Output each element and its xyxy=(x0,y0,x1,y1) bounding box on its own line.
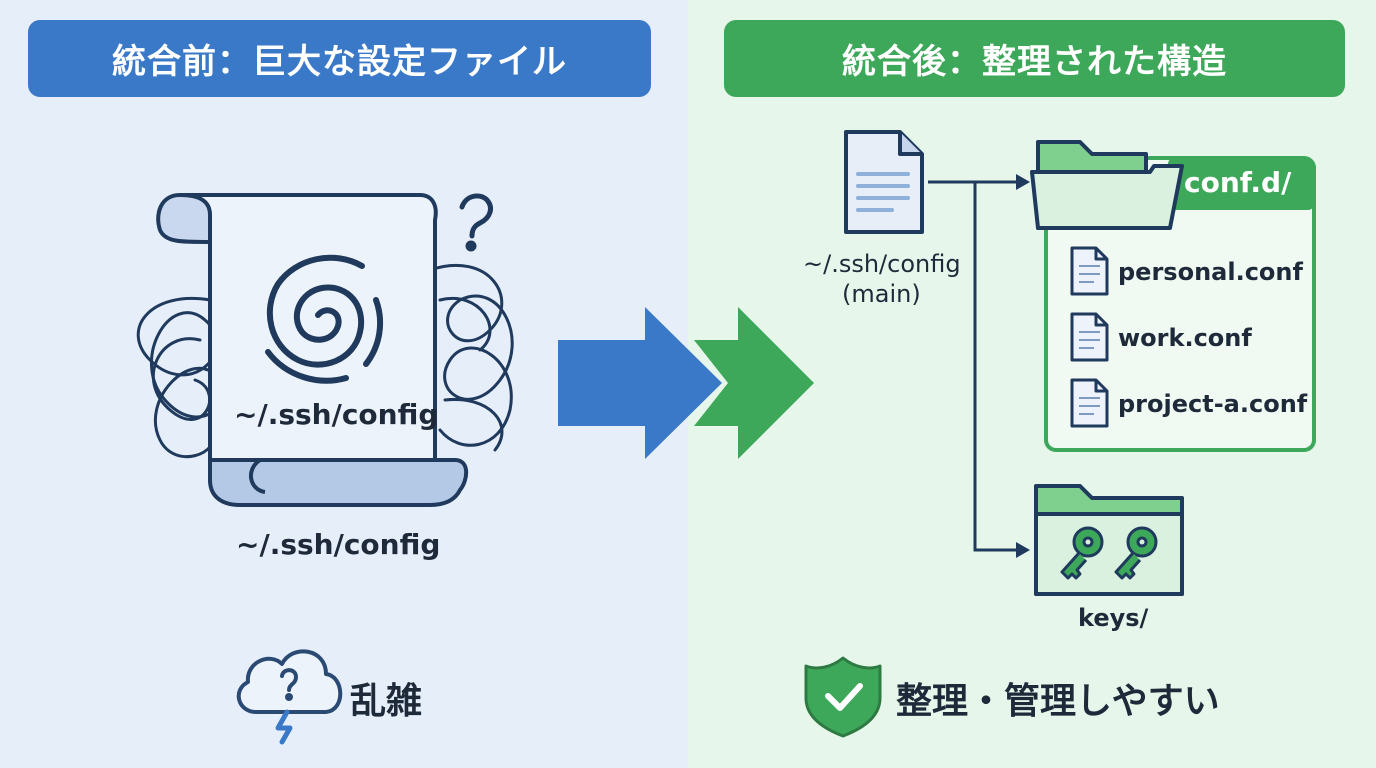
folder-icon xyxy=(1030,140,1184,230)
key-icon xyxy=(1114,526,1158,580)
key-icon xyxy=(1060,526,1104,580)
before-caption: ~/.ssh/config xyxy=(236,528,441,561)
question-icon xyxy=(459,193,493,252)
connector-arrowhead xyxy=(1016,174,1030,190)
keys-label: keys/ xyxy=(1078,604,1149,632)
file-icon-work xyxy=(1070,312,1109,362)
document-icon xyxy=(844,130,924,234)
swirl-icon xyxy=(265,254,384,384)
file-icon-project-a xyxy=(1070,378,1109,428)
confd-label-tag xyxy=(1168,158,1314,210)
storm-cloud-icon xyxy=(236,649,343,745)
scroll-icon xyxy=(156,193,469,507)
after-status: 整理・管理しやすい xyxy=(896,681,1220,722)
file-label-personal: personal.conf xyxy=(1118,258,1303,286)
after-title: 統合後：整理された構造 xyxy=(724,20,1345,97)
before-status: 乱雑 xyxy=(350,681,423,722)
before-title: 統合前：巨大な設定ファイル xyxy=(28,20,651,97)
connector-arrowhead xyxy=(1016,542,1030,558)
main-file-sub: (main) xyxy=(842,280,921,308)
right-arrow-icon xyxy=(558,307,814,459)
confd-label: conf.d/ xyxy=(1184,166,1292,199)
folder-icon-keys xyxy=(1034,484,1184,596)
file-label-work: work.conf xyxy=(1118,324,1252,352)
tangle-scribble xyxy=(136,263,514,459)
file-label-project-a: project-a.conf xyxy=(1118,390,1308,418)
file-icon-personal xyxy=(1070,246,1109,296)
main-file-label: ~/.ssh/config xyxy=(803,250,961,278)
shield-check-icon xyxy=(804,656,882,738)
connector-lines xyxy=(928,180,1018,552)
scroll-label: ~/.ssh/config xyxy=(234,398,439,431)
